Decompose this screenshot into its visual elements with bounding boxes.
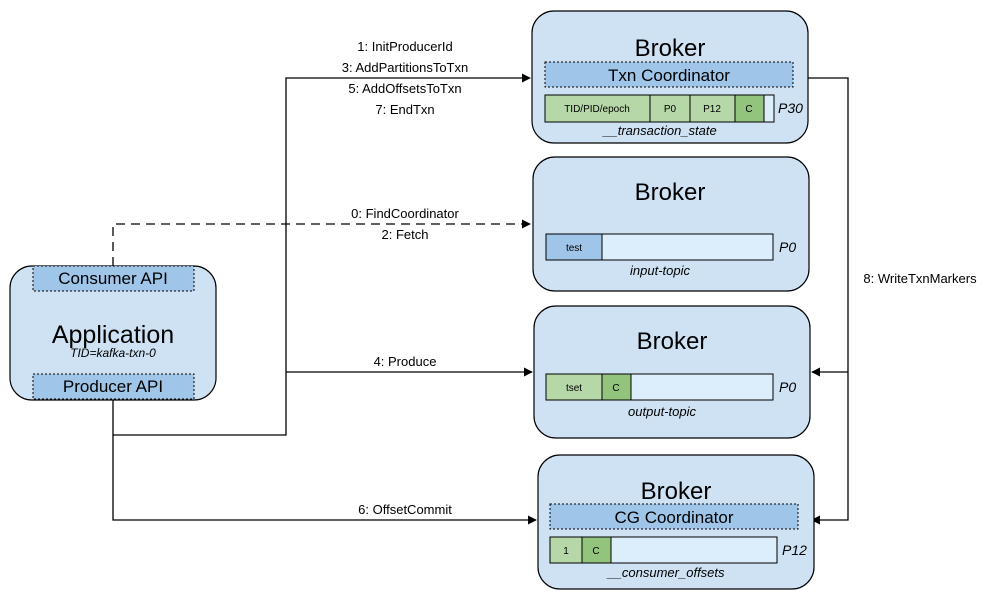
edge-label-write-txn-markers: 8: WriteTxnMarkers (863, 271, 977, 286)
log-cell-p0 (649, 94, 691, 123)
application-title: Application (52, 321, 174, 349)
log-cell-offset (549, 536, 583, 564)
edge-label-add-partitions: 3: AddPartitionsToTxn (342, 60, 468, 75)
cg-coordinator-label: CG Coordinator (614, 508, 733, 527)
broker-output-topic: Broker tset C P0 output-topic (533, 305, 811, 439)
partition-label: P12 (782, 542, 807, 558)
log-cell-commit-marker-label: C (745, 104, 752, 115)
connectors (112, 73, 849, 525)
application-node: Consumer API Application TID=kafka-txn-0… (9, 265, 217, 401)
topic-label: input-topic (630, 263, 690, 278)
log-cell-tid-pid-epoch-label: TID/PID/epoch (564, 104, 630, 115)
offset-commit-edge (112, 435, 537, 525)
find-coordinator-edge (112, 219, 531, 266)
topic-label: __consumer_offsets (605, 565, 725, 580)
topic-label: output-topic (628, 404, 696, 419)
consumer-api-box (32, 265, 195, 292)
log-cell-commit-marker (581, 536, 612, 564)
producer-to-txn-coordinator-edge (112, 73, 531, 436)
edge-label-end-txn: 7: EndTxn (375, 102, 434, 117)
partition-label: P0 (779, 379, 796, 395)
broker-txn-coordinator: Broker Txn Coordinator TID/PID/epoch P0 … (531, 10, 809, 144)
log-cell-commit-marker (601, 373, 632, 401)
txn-coordinator-label: Txn Coordinator (608, 66, 730, 85)
topic-label: __transaction_state (601, 123, 716, 138)
consumer-api-label: Consumer API (58, 269, 168, 288)
broker-cg-coordinator: Broker CG Coordinator 1 C P12 __consumer… (537, 454, 815, 590)
broker-title: Broker (641, 478, 712, 505)
log-cell-offset-label: 1 (563, 546, 569, 557)
log-cell-tid-pid-epoch (544, 94, 651, 123)
edge-label-fetch: 2: Fetch (382, 227, 429, 242)
broker-box (533, 305, 811, 439)
edge-label-offset-commit: 6: OffsetCommit (358, 502, 452, 517)
edge-labels: 1: InitProducerId 3: AddPartitionsToTxn … (342, 39, 977, 517)
partition-label: P0 (779, 239, 796, 255)
txn-coordinator-box (544, 61, 794, 88)
cg-coordinator-box (549, 503, 799, 530)
log-cell-tset (545, 373, 603, 401)
broker-title: Broker (635, 179, 706, 206)
partition-label: P30 (778, 100, 803, 116)
log-cell-p12-label: P12 (703, 104, 721, 115)
log-cell-commit-marker-label: C (612, 383, 619, 394)
broker-title: Broker (635, 35, 706, 62)
broker-input-topic: Broker test P0 input-topic (532, 156, 810, 292)
log-cell-test-label: test (566, 243, 582, 254)
log-cell-commit-marker-label: C (592, 546, 599, 557)
broker-title: Broker (637, 328, 708, 355)
edge-label-init-producer-id: 1: InitProducerId (357, 39, 452, 54)
producer-api-label: Producer API (63, 377, 163, 396)
edge-label-find-coordinator: 0: FindCoordinator (351, 206, 459, 221)
log-cell-test (545, 233, 603, 261)
log-cell-commit-marker (734, 94, 765, 123)
log-cell-p0-label: P0 (664, 104, 677, 115)
write-txn-markers-edge (808, 77, 849, 525)
edge-label-produce: 4: Produce (374, 354, 437, 369)
edge-label-add-offsets: 5: AddOffsetsToTxn (348, 81, 461, 96)
producer-api-box (32, 373, 195, 400)
log-cell-tset-label: tset (566, 383, 582, 394)
application-tid: TID=kafka-txn-0 (70, 346, 156, 360)
